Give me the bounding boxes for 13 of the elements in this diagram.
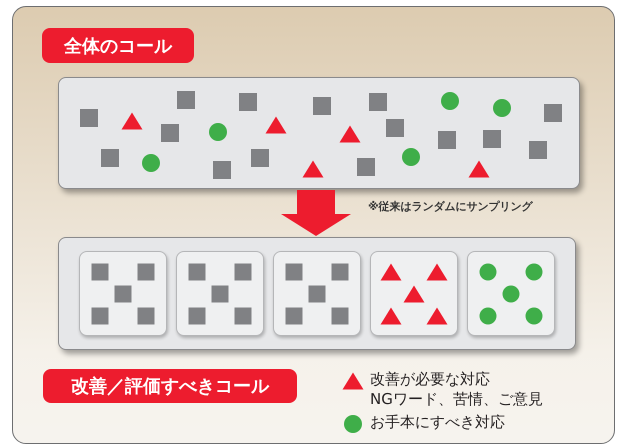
call-card [467,251,555,336]
call-panel [58,237,576,350]
legend-text: お手本にすべき対応 [370,412,506,432]
call-card [273,251,361,336]
legend-text: 改善が必要な対応 NGワード、苦情、ご意見 [370,369,544,409]
call-card [79,251,167,336]
footnote: ※従来はランダムにサンプリング [368,199,533,214]
arrow [281,190,351,236]
call-card [176,251,264,336]
call-card [370,251,458,336]
title-tag: 全体のコール [42,28,194,63]
call-panel [58,77,580,189]
title-tag: 改善／評価すべきコール [43,369,297,403]
